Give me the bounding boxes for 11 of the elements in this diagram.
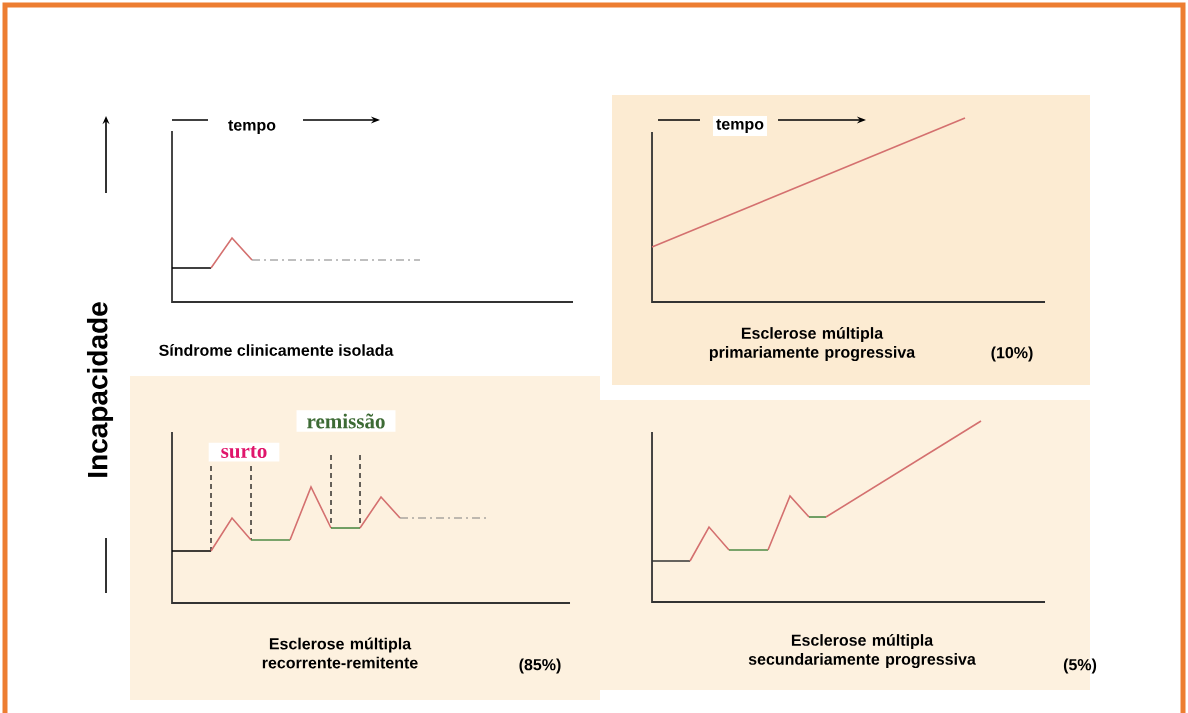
chart-caption: Esclerose múltipla secundariamente progressiva	[748, 633, 976, 669]
chart-caption: Esclerose múltipla primariamente progressiva	[709, 326, 916, 362]
percentage-label: (5%)	[1063, 658, 1097, 674]
axis-label: tempo	[228, 120, 276, 134]
axis-title: Incapacidade	[86, 302, 114, 477]
chart-caption: Síndrome clinicamente isolada	[159, 344, 394, 356]
axis-label: tempo	[713, 116, 767, 136]
annotation-label: remissão	[296, 410, 396, 432]
percentage-label: (85%)	[519, 658, 561, 674]
chart-caption: Esclerose múltipla recorrente-remitente	[262, 637, 418, 669]
percentage-label: (10%)	[991, 346, 1033, 362]
